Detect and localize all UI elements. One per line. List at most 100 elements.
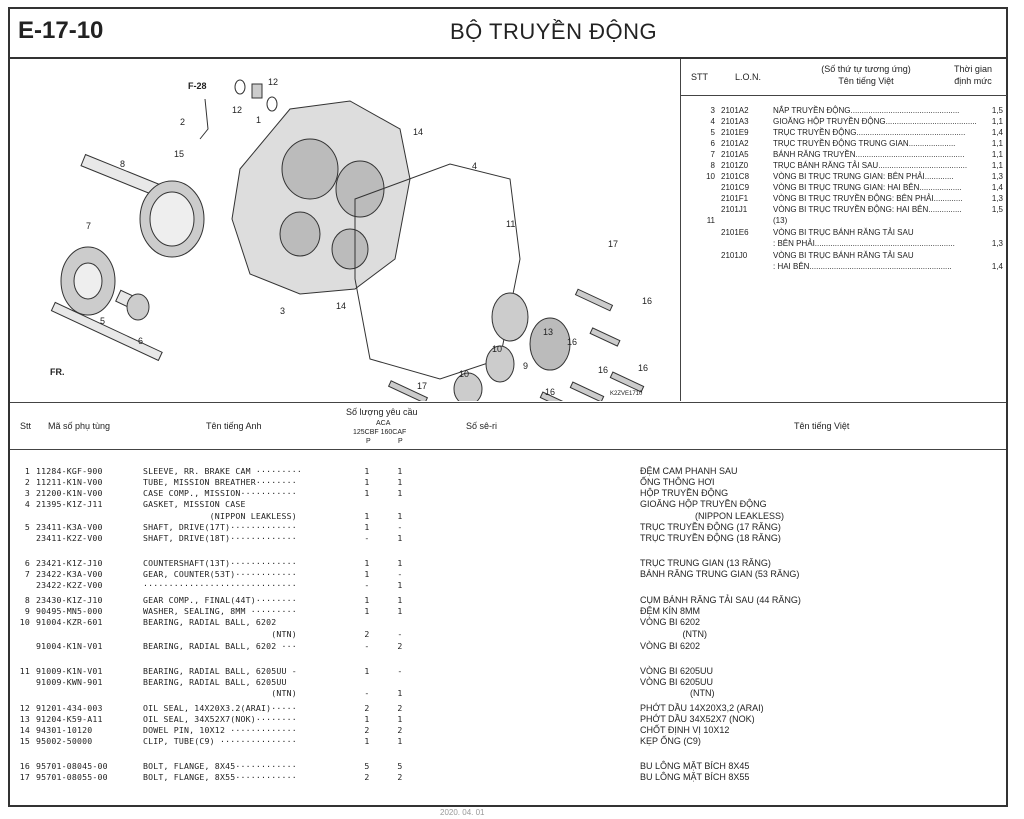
callout: 14 bbox=[336, 301, 346, 311]
ref-lon: 2101E6 bbox=[721, 228, 749, 237]
part-name-en: GASKET, MISSION CASE bbox=[143, 499, 246, 509]
ref-name: VÒNG BI TRỤC TRUYỀN ĐỘNG: HAI BÊN.......… bbox=[773, 205, 962, 214]
part-code: 91201-434-003 bbox=[36, 703, 103, 713]
part-name-vi: TRỤC TRUYỀN ĐỘNG (18 RĂNG) bbox=[640, 533, 781, 543]
oil-seal-12a bbox=[234, 79, 246, 95]
part-name-vi: TRỤC TRUYỀN ĐỘNG (17 RĂNG) bbox=[640, 522, 781, 532]
part-name-vi: PHỚT DẦU 34X52X7 (NOK) bbox=[640, 714, 755, 724]
part-name-en: ······························ bbox=[143, 580, 297, 590]
ref-name: VÒNG BI TRỤC TRUNG GIAN: HAI BÊN........… bbox=[773, 183, 962, 192]
qty-125cbf: 1 bbox=[364, 569, 370, 579]
part-name-en: GEAR COMP., FINAL(44T)········ bbox=[143, 595, 297, 605]
qty-160caf: 1 bbox=[397, 511, 403, 521]
part-code: 91009-KWN-901 bbox=[36, 677, 103, 687]
catalog-page: E-17-10 BỘ TRUYỀN ĐỘNG bbox=[8, 7, 1008, 807]
qty-125cbf: - bbox=[364, 580, 370, 590]
ref-col-time: Thời gian định mức bbox=[943, 63, 1003, 87]
part-stt: 3 bbox=[24, 488, 30, 498]
qty-160caf: 2 bbox=[397, 772, 403, 782]
part-name-en: (NTN) bbox=[143, 688, 297, 698]
qty-125cbf: 1 bbox=[364, 522, 370, 532]
ref-name: VÒNG BI TRỤC TRUYỀN ĐỘNG: BÊN PHẢI......… bbox=[773, 194, 963, 203]
part-stt: 6 bbox=[24, 558, 30, 568]
labor-reference-list: STT L.O.N. (Số thứ tự tương ứng) Tên tiế… bbox=[680, 59, 1007, 401]
part-name-vi: VÒNG BI 6205UU bbox=[640, 677, 714, 687]
part-name-vi: KẸP ỐNG (C9) bbox=[640, 736, 701, 746]
qty-160caf: 1 bbox=[397, 736, 403, 746]
part-code: 23411-K3A-V00 bbox=[36, 522, 103, 532]
qty-125cbf: 1 bbox=[364, 558, 370, 568]
ref-name: TRỤC TRUYỀN ĐỘNG........................… bbox=[773, 128, 966, 137]
qty-125cbf: 1 bbox=[364, 606, 370, 616]
qty-125cbf: 2 bbox=[364, 772, 370, 782]
part-name-en: CLIP, TUBE(C9) ··············· bbox=[143, 736, 297, 746]
part-name-en: DOWEL PIN, 10X12 ············· bbox=[143, 725, 297, 735]
parts-row: (NTN)-1 (NTN) bbox=[10, 688, 1006, 698]
ref-lon: 2101C8 bbox=[721, 172, 750, 181]
callout: 16 bbox=[598, 365, 608, 375]
qty-160caf: 1 bbox=[397, 580, 403, 590]
part-name-en: BEARING, RADIAL BALL, 6205UU - bbox=[143, 666, 297, 676]
part-name-en: (NTN) bbox=[143, 629, 297, 639]
part-stt: 14 bbox=[19, 725, 30, 735]
part-code: 21395-K1Z-J11 bbox=[36, 499, 103, 509]
part-stt: 11 bbox=[19, 666, 30, 676]
ref-time: 1,4 bbox=[991, 183, 1003, 192]
ref-name: GIOĂNG HỘP TRUYỀN ĐỘNG..................… bbox=[773, 117, 977, 126]
part-name-en: WASHER, SEALING, 8MM ········· bbox=[143, 606, 297, 616]
parts-row: 23422-K2Z-V00 ···························… bbox=[10, 580, 1006, 590]
part-name-vi: BU LÔNG MẶT BÍCH 8X55 bbox=[640, 772, 750, 782]
ref-lon: 2101Z0 bbox=[721, 161, 749, 170]
ref-name: BÁNH RĂNG TRUYỀN........................… bbox=[773, 150, 965, 159]
ref-name: : HAI BÊN...............................… bbox=[773, 262, 952, 271]
ref-name: : BÊN PHẢI..............................… bbox=[773, 239, 955, 248]
part-stt: 15 bbox=[19, 736, 30, 746]
qty-125cbf: 1 bbox=[364, 477, 370, 487]
part-name-en: SHAFT, DRIVE(18T)············· bbox=[143, 533, 297, 543]
part-code: 23430-K1Z-J10 bbox=[36, 595, 103, 605]
qty-160caf: 2 bbox=[397, 641, 403, 651]
ref-stt: 7 bbox=[710, 150, 715, 159]
callout-f28: F-28 bbox=[188, 81, 207, 91]
ref-time: 1,5 bbox=[991, 205, 1003, 214]
callout: 1 bbox=[256, 115, 261, 125]
parts-table: Stt Mã số phụ tùng Tên tiếng Anh Số lượn… bbox=[10, 402, 1006, 808]
qty-160caf: 2 bbox=[397, 703, 403, 713]
part-code: 23422-K3A-V00 bbox=[36, 569, 103, 579]
part-stt: 5 bbox=[24, 522, 30, 532]
col-p2: P bbox=[398, 438, 403, 445]
callout: 8 bbox=[120, 159, 125, 169]
callout: 12 bbox=[232, 105, 242, 115]
ref-time: 1,5 bbox=[991, 106, 1003, 115]
part-code: 91004-K1N-V01 bbox=[36, 641, 103, 651]
ref-col-name: (Số thứ tự tương ứng) Tên tiếng Việt bbox=[796, 63, 936, 87]
oil-seal-12b bbox=[266, 96, 278, 112]
qty-160caf: 1 bbox=[397, 714, 403, 724]
ref-time: 1,3 bbox=[991, 172, 1003, 181]
part-name-vi: BÁNH RĂNG TRUNG GIAN (53 RĂNG) bbox=[640, 569, 800, 579]
part-code: 23422-K2Z-V00 bbox=[36, 580, 103, 590]
col-code: Mã số phụ tùng bbox=[48, 421, 111, 431]
callout: 10 bbox=[492, 344, 502, 354]
ref-time: 1,1 bbox=[991, 139, 1003, 148]
callout: 16 bbox=[638, 363, 648, 373]
ref-stt: 11 bbox=[706, 216, 715, 225]
part-name-vi: HỘP TRUYỀN ĐỘNG bbox=[640, 488, 729, 498]
part-code: 23421-K1Z-J10 bbox=[36, 558, 103, 568]
ref-stt: 8 bbox=[710, 161, 715, 170]
shaft-drive bbox=[50, 301, 163, 362]
col-qty: Số lượng yêu cầu bbox=[346, 407, 418, 417]
qty-160caf: - bbox=[397, 666, 403, 676]
part-name-vi: BU LÔNG MẶT BÍCH 8X45 bbox=[640, 761, 750, 771]
part-stt: 17 bbox=[19, 772, 30, 782]
part-stt: 16 bbox=[19, 761, 30, 771]
